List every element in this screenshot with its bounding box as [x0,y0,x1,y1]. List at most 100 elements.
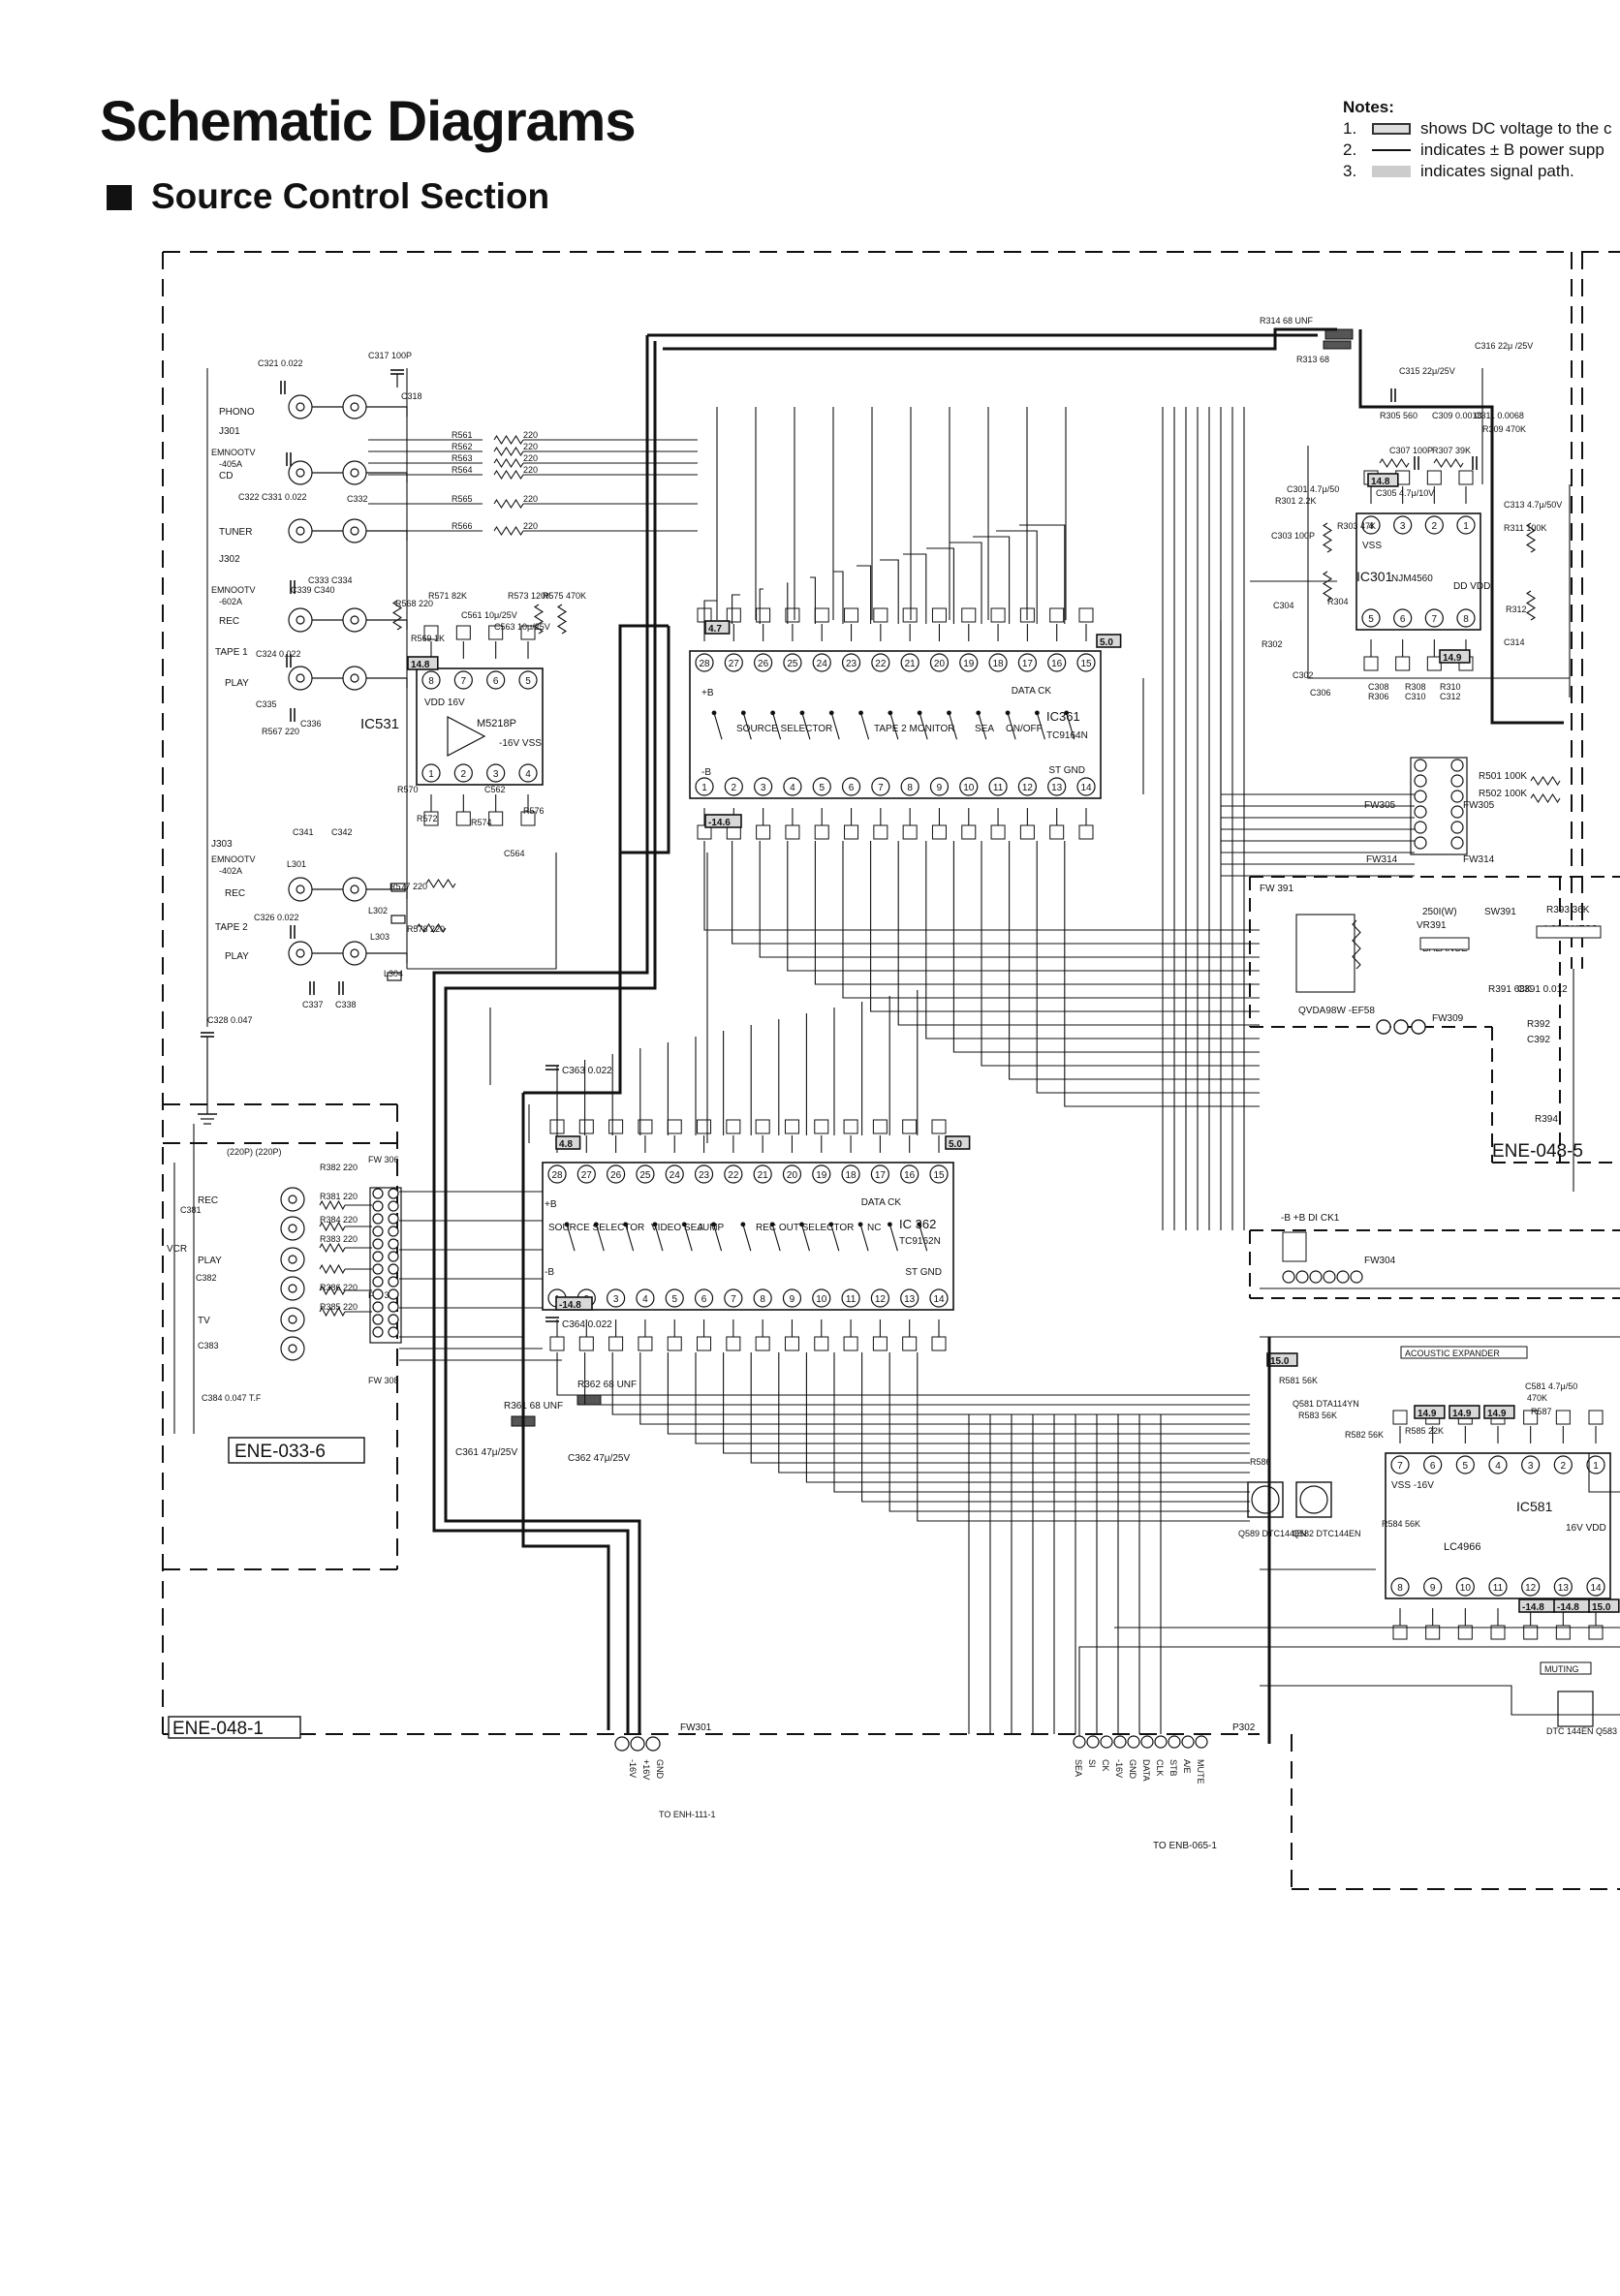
transistor-q583 [1557,1691,1594,1727]
connector-pin [372,1288,384,1300]
connector-pin [1154,1735,1168,1749]
ic-pin-number: 24 [817,659,828,669]
ic-pin-number: 5 [525,676,531,687]
connector-pin-label: GND [1128,1759,1137,1780]
pin-tab [756,824,771,840]
ic-pin-number: 3 [613,1294,619,1305]
ic-supply-label: -B [545,1267,554,1278]
ic-pin-number: 26 [758,659,769,669]
ic-pin-number: 2 [1561,1461,1567,1472]
connector-pin-label: A/E [1182,1759,1192,1774]
signal-wire [584,1352,1250,1406]
rca-jack-icon [296,673,305,683]
ic-pin-number: 1 [1463,521,1469,532]
pin-tab [961,824,977,840]
connector-pin [388,1276,399,1288]
pin-tab [931,1336,947,1351]
power-bus [444,341,657,1734]
component-label: R392 [1527,1019,1550,1030]
ic-supply-label: -B [701,767,711,778]
transistor-label: DTC 144EN Q583 [1546,1726,1617,1736]
switch-contact [625,1224,635,1252]
pin-tab [697,824,712,840]
rca-jack-icon [296,526,305,536]
ic-pin-number: 4 [790,783,795,793]
ic-pin [959,777,979,796]
signal-wire [996,530,1038,624]
connector-pin [372,1251,384,1262]
input-label: EMNOOTV [211,585,256,595]
ic-signal-labels: ST GND [1048,765,1085,776]
component-label: C581 4.7μ/50 [1525,1381,1577,1391]
component-label: Q581 DTA114YN [1293,1399,1359,1409]
pin-tab [1019,824,1035,840]
ic-pin-number: 6 [493,676,499,687]
ic-pin-number: 7 [878,783,884,793]
component-label: R574 [471,818,492,827]
section-title: Source Control Section [107,176,549,217]
resistor-symbol [319,1263,346,1275]
component-label: C335 [256,699,277,709]
ic-pin-number: 28 [551,1170,563,1181]
connector-label: FW301 [680,1722,712,1733]
rca-jack-icon [288,1255,297,1264]
note-item: 1. shows DC voltage to the c [1343,118,1620,140]
component-label: R384 220 [320,1215,358,1225]
rca-jack-icon [296,402,305,412]
component-label: C310 [1405,692,1426,701]
resistor-symbol [493,457,524,469]
connector-pin [372,1263,384,1275]
ic-pin-number: 7 [461,676,467,687]
pin-tab [902,824,918,840]
component-label: C322 C331 0.022 [238,492,307,502]
connector-pin [1414,836,1427,850]
ic-pin-number: 15 [933,1170,945,1181]
connector-pin [388,1263,399,1275]
ic-pin [421,763,441,783]
resistor-symbol [319,1285,346,1296]
ic-pin [1047,653,1067,672]
voltage-value: 14.9 [1487,1409,1507,1419]
connector-pin-label: SI [1087,1759,1097,1768]
vcr-input-label: TV [198,1316,210,1326]
input-label: J301 [219,426,240,437]
rca-jack-icon [296,468,305,478]
note-text: indicates ± B power supp [1420,140,1604,159]
connector-pin [1414,774,1427,788]
component-label: C316 22μ /25V [1475,341,1533,351]
pin-tab [814,1119,829,1134]
ic-pin-number: 2 [732,783,737,793]
component-label: C391 0.012 [1517,984,1568,995]
ic-pin [812,777,831,796]
component-label: FW 308 [368,1376,399,1385]
power-bus [432,335,649,1734]
connector-pin [388,1200,399,1212]
component-label: 470K [1527,1393,1547,1403]
pin-tab [931,607,947,623]
ic-name: IC301 [1356,569,1393,584]
ic-pin-number: 24 [670,1170,681,1181]
ic-body-ic362 [542,1162,954,1311]
connector-pin [372,1200,384,1212]
component-label: R568 220 [395,599,433,608]
rca-jack-icon [288,1315,297,1324]
note-number: 1. [1343,119,1357,138]
ic-pin-number: 4 [642,1294,648,1305]
connector-pin [1282,1270,1295,1284]
pin-tab [1588,1410,1604,1425]
signal-wire [842,841,1260,999]
ic-supply-label: VDD 16V [424,698,465,708]
connector-body [369,1187,402,1344]
resistor-symbol [493,446,524,457]
pin-tab [1078,607,1094,623]
note-text: indicates signal path. [1420,162,1574,180]
ic-pin [547,1164,567,1184]
voltage-tag [1483,1405,1515,1419]
connector-label: P302 [1232,1722,1256,1733]
ic-pin [753,1164,772,1184]
rca-jack-icon [296,884,305,894]
ic-pin-number: 1 [428,769,434,780]
pin-tab [697,1336,712,1351]
ic-pin [421,670,441,690]
power-bus [521,1093,610,1730]
